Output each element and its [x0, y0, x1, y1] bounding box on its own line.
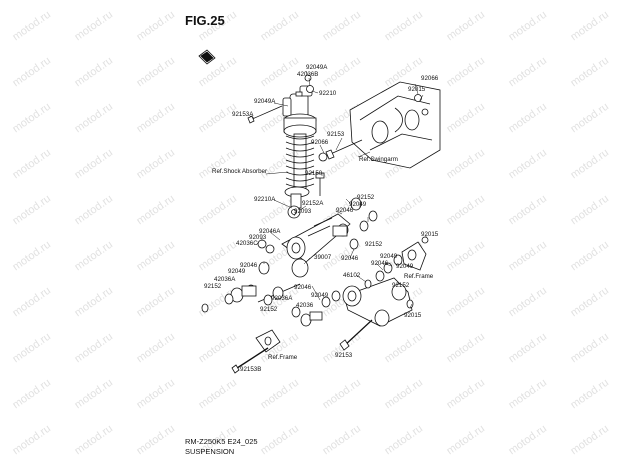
- part-label: 92036A: [271, 295, 293, 302]
- figure-title: FIG.25: [185, 13, 225, 28]
- part-label: 92049: [396, 263, 414, 270]
- bolt-92153b: [231, 347, 269, 374]
- part-label: 92046: [336, 207, 354, 214]
- part-label: 92049A: [254, 98, 276, 105]
- part-label: 92152: [357, 194, 375, 201]
- part-label: 92093: [294, 208, 312, 215]
- part-label: 92046: [371, 260, 389, 267]
- part-label: 92153: [335, 352, 353, 359]
- part-label: 92015: [421, 231, 439, 238]
- part-label: 92153B: [240, 366, 262, 373]
- middle-pins: [257, 283, 341, 327]
- part-label: 92210A: [254, 196, 276, 203]
- bolt-92153-lower: [339, 319, 373, 351]
- shock-absorber: [282, 85, 317, 219]
- swingarm-part: [349, 81, 441, 169]
- part-label: 42036C: [236, 240, 258, 247]
- part-label: 92152: [204, 283, 222, 290]
- part-label: 92152A: [302, 200, 324, 207]
- part-label: 92152: [260, 306, 278, 313]
- part-label: 92049: [311, 292, 329, 299]
- footer-caption: SUSPENSION: [185, 447, 235, 456]
- upper-bushings: [332, 197, 378, 250]
- tie-rod: [281, 213, 351, 278]
- pivot-bolt: [318, 139, 363, 162]
- part-label: 92049: [380, 253, 398, 260]
- part-label: 92153: [327, 131, 345, 138]
- linkage-46102: [342, 277, 413, 327]
- part-label: 92152: [392, 282, 410, 289]
- part-label: 92049: [228, 268, 246, 275]
- part-label: 92210: [319, 90, 337, 97]
- part-label: 92093: [249, 234, 267, 241]
- part-label: 92015: [404, 312, 422, 319]
- part-label: Ref.Frame: [404, 273, 434, 280]
- part-label: Ref.Shock Absorber: [212, 168, 268, 175]
- part-label: 46102: [343, 272, 361, 279]
- part-label: 42036: [296, 302, 314, 309]
- part-label: 42036B: [297, 71, 319, 78]
- part-label: Ref.Frame: [268, 354, 298, 361]
- part-label: 92015: [408, 86, 426, 93]
- right-bushings: [364, 236, 429, 309]
- part-label: 92049: [349, 201, 367, 208]
- bolt-92150: [315, 172, 325, 196]
- part-label: 39007: [314, 254, 332, 261]
- frame-bracket-right: [401, 241, 427, 271]
- part-label: 92046: [294, 284, 312, 291]
- part-label: 92049A: [306, 64, 328, 71]
- part-label: 42036A: [214, 276, 236, 283]
- part-label: 92046A: [259, 228, 281, 235]
- leader-lines: [249, 70, 427, 309]
- part-label: Ref.Swingarm: [359, 156, 398, 163]
- left-bushings: [201, 239, 275, 313]
- part-label: 92066: [421, 75, 439, 82]
- part-label: 92046: [240, 262, 258, 269]
- footer-code: RM-Z250K5 E24_025: [185, 437, 258, 446]
- part-label: 92150: [305, 170, 323, 177]
- front-arrow-icon: [198, 49, 216, 65]
- part-label: 92046: [341, 255, 359, 262]
- part-label: 92152: [365, 241, 383, 248]
- part-label: 92153A: [232, 111, 254, 118]
- part-label: 92066: [311, 139, 329, 146]
- frame-bracket-lower: [255, 329, 281, 353]
